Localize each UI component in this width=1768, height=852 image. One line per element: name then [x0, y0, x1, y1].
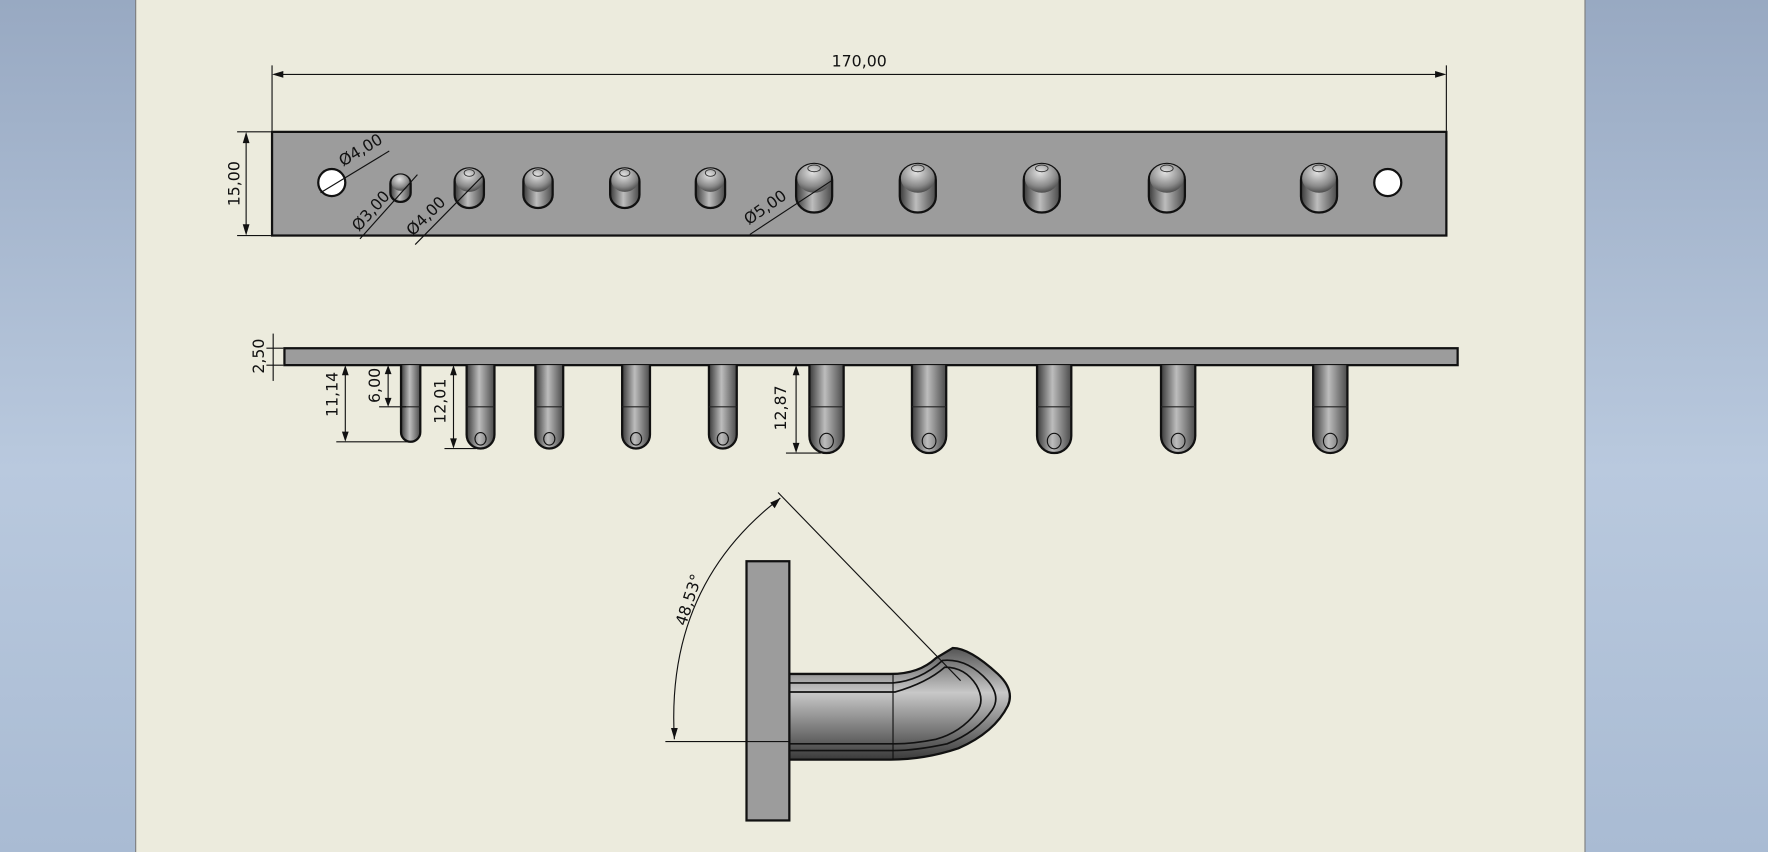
dimension-small-peg-length: 11,14 [322, 365, 409, 443]
dimension-straight-length: 6,00 [365, 365, 407, 408]
peg-side [621, 365, 652, 450]
dimension-width: 15,00 [224, 131, 271, 237]
side-view: 2,50 11,14 6,00 12,01 12,87 [249, 333, 1459, 455]
side-view-pegs [399, 365, 1349, 455]
top-view-pegs [389, 162, 1339, 214]
peg-top [794, 162, 834, 214]
small-peg-length-label: 11,14 [322, 372, 341, 417]
length-label: 170,00 [832, 51, 887, 70]
peg-side [465, 365, 496, 450]
peg-top [609, 167, 641, 210]
peg-side [1159, 365, 1197, 455]
peg-top [389, 173, 412, 204]
width-label: 15,00 [224, 161, 243, 206]
peg-side [1312, 365, 1349, 455]
top-view: 170,00 15,00 Ø4,00 Ø3,00 Ø4,00 Ø5,00 [224, 51, 1448, 245]
peg-side [808, 365, 845, 455]
plate-side [283, 347, 1459, 367]
plate-end [745, 560, 791, 822]
end-view: 48,53° [665, 492, 1011, 822]
peg-side [910, 365, 948, 455]
peg-top [898, 162, 937, 214]
dimension-medium-peg-length: 12,01 [431, 365, 477, 450]
peg-top [694, 167, 727, 210]
straight-length-label: 6,00 [365, 368, 384, 403]
large-peg-length-label: 12,87 [771, 385, 790, 430]
thickness-label: 2,50 [249, 339, 268, 374]
peg-side [399, 365, 422, 443]
plate-top [270, 130, 1448, 237]
peg-top [1147, 162, 1187, 214]
peg-side [707, 365, 738, 450]
peg-top [1299, 162, 1339, 214]
medium-peg-length-label: 12,01 [431, 379, 450, 424]
peg-side [534, 365, 565, 450]
peg-side [1035, 365, 1073, 455]
dimension-large-peg-length: 12,87 [771, 365, 821, 454]
dimension-length: 170,00 [271, 51, 1447, 131]
peg-top [453, 167, 486, 210]
peg-top [522, 167, 554, 210]
mounting-hole-right [1373, 167, 1403, 198]
peg-top [1022, 162, 1061, 214]
dimension-thickness: 2,50 [249, 333, 284, 381]
